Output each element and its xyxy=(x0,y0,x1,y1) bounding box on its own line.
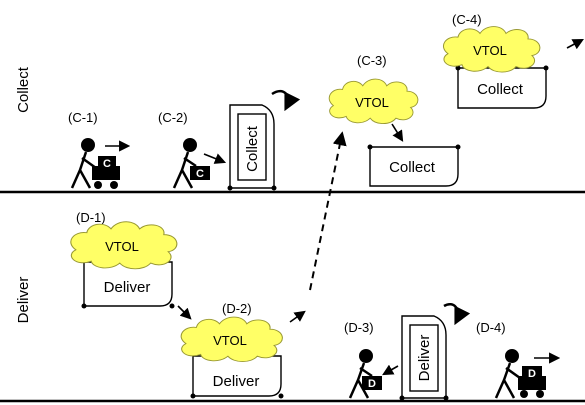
vtol-label-c4: VTOL xyxy=(473,43,507,58)
deliver-box-d2: Deliver xyxy=(190,355,284,399)
person-with-package-d3: D xyxy=(348,349,382,399)
package-box-c2 xyxy=(190,166,210,180)
arrow-c4-exit xyxy=(566,38,584,50)
locker-label-collect: Collect xyxy=(244,125,261,172)
rotate-arrow-d3 xyxy=(443,303,471,326)
deliver-box-d1: Deliver xyxy=(81,261,175,309)
collect-box-c3: Collect xyxy=(367,144,461,187)
package-label-d3: D xyxy=(368,378,376,390)
person-with-package-c2: C xyxy=(172,138,210,189)
step-label-c1: (C-1) xyxy=(68,110,98,125)
deliver-box-label-d2: Deliver xyxy=(213,373,260,390)
step-label-d3: (D-3) xyxy=(344,320,374,335)
dashed-arrow-d2-to-c3 xyxy=(309,131,347,291)
collect-locker-c2: Collect xyxy=(227,104,277,191)
step-label-c4: (C-4) xyxy=(452,12,482,27)
locker-label-deliver: Deliver xyxy=(416,335,433,382)
person-with-cart-c1: C xyxy=(70,138,120,189)
package-label-c2: C xyxy=(196,168,204,180)
arrow-c2 xyxy=(203,153,227,164)
collect-box-c4: Collect xyxy=(455,65,549,109)
package-label-d4: D xyxy=(528,368,536,380)
arrow-d3-left xyxy=(382,364,399,376)
collect-box-label-c3: Collect xyxy=(389,159,436,176)
deliver-locker-d3: Deliver xyxy=(399,315,449,401)
step-label-c3: (C-3) xyxy=(357,53,387,68)
vtol-label-c3: VTOL xyxy=(355,95,389,110)
collect-section-label: Collect xyxy=(15,66,32,113)
package-label-c1: C xyxy=(103,158,111,170)
arrow-d1-down xyxy=(177,305,192,320)
person-with-cart-d4: D xyxy=(494,349,546,399)
deliver-box-label-d1: Deliver xyxy=(104,279,151,296)
arrow-d2-up xyxy=(289,310,306,323)
person-head xyxy=(81,138,95,152)
arrow-c3-down xyxy=(391,123,404,142)
step-label-d2: (D-2) xyxy=(222,301,252,316)
vtol-label-d2: VTOL xyxy=(213,333,247,348)
person-body xyxy=(70,151,97,189)
vtol-label-d1: VTOL xyxy=(105,239,139,254)
rotate-arrow-c2 xyxy=(271,89,301,112)
package-box-c1 xyxy=(98,156,116,170)
step-label-d1: (D-1) xyxy=(76,210,106,225)
package-box-d3 xyxy=(362,376,382,390)
deliver-section-label: Deliver xyxy=(15,277,32,324)
package-box-d4 xyxy=(522,366,542,380)
collect-box-label-c4: Collect xyxy=(477,81,524,98)
step-label-c2: (C-2) xyxy=(158,110,188,125)
step-label-d4: (D-4) xyxy=(476,320,506,335)
